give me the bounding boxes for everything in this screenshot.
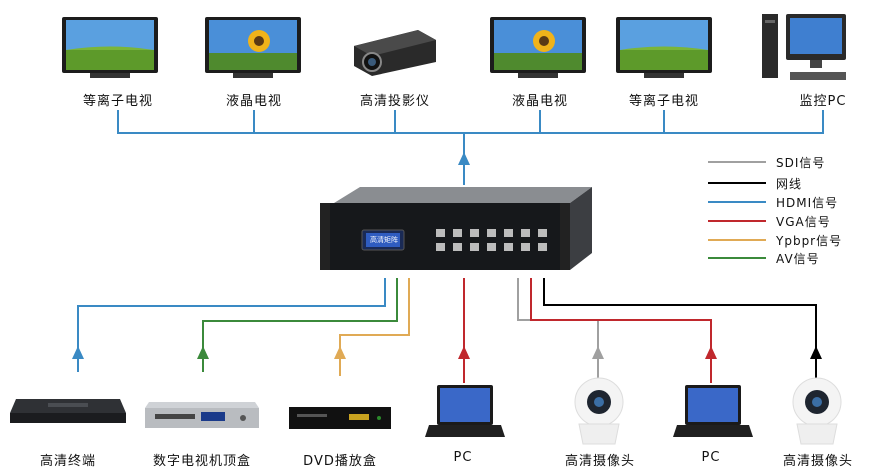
av-line: [202, 278, 398, 372]
source-label-4: PC: [453, 450, 473, 465]
legend-label: AV信号: [776, 251, 820, 266]
plasma-tv-icon: [60, 15, 160, 85]
ypbpr-line: [339, 278, 410, 376]
set-top-box-icon: [143, 400, 261, 436]
output-arrow: [458, 152, 470, 165]
legend-sdi: SDI信号: [708, 153, 825, 171]
matrix-button: [538, 229, 547, 237]
lcd-tv-icon: [203, 15, 303, 85]
legend-label: HDMI信号: [776, 195, 839, 210]
av-arrow: [197, 346, 209, 359]
sdi-arrow: [592, 346, 604, 359]
display-label-6: 监控PC: [799, 94, 847, 109]
source-label-7: 高清摄像头: [782, 454, 853, 469]
legend-net: 网线: [708, 174, 802, 192]
matrix-button: [436, 243, 445, 251]
legend-swatch: [708, 239, 766, 241]
matrix-button: [470, 243, 479, 251]
matrix-button: [504, 243, 513, 251]
hd-terminal-icon: [8, 393, 128, 433]
legend-swatch: [708, 182, 766, 184]
legend-swatch: [708, 257, 766, 259]
source-label-1: 高清终端: [39, 454, 96, 469]
matrix-screen-text: 高清矩阵: [370, 236, 398, 244]
net-line: [543, 278, 817, 378]
vga-line-2: [530, 278, 712, 383]
matrix-button: [521, 229, 530, 237]
laptop-icon: [673, 383, 753, 445]
legend-swatch: [708, 201, 766, 203]
display-label-2: 液晶电视: [225, 94, 282, 109]
source-label-3: DVD播放盒: [303, 454, 377, 469]
source-label-6: PC: [701, 450, 721, 465]
legend-label: 网线: [776, 176, 803, 191]
legend-swatch: [708, 161, 766, 163]
display-label-4: 液晶电视: [511, 94, 568, 109]
vga-arrow-2: [705, 346, 717, 359]
legend-vga: VGA信号: [708, 212, 831, 230]
matrix-button: [504, 229, 513, 237]
source-label-2: 数字电视机顶盒: [152, 454, 251, 469]
lcd-tv-icon: [488, 15, 588, 85]
matrix-button: [487, 243, 496, 251]
hd-camera-icon: [571, 376, 627, 450]
net-arrow: [810, 346, 822, 359]
legend-hdmi: HDMI信号: [708, 193, 838, 211]
projector-icon: [348, 22, 440, 84]
plasma-tv-icon: [614, 15, 714, 85]
dvd-player-icon: [287, 405, 393, 435]
display-label-3: 高清投影仪: [359, 94, 430, 109]
source-label-5: 高清摄像头: [564, 454, 635, 469]
display-label-1: 等离子电视: [82, 94, 153, 109]
matrix-button: [538, 243, 547, 251]
hd-camera-icon: [789, 376, 845, 450]
matrix-button: [487, 229, 496, 237]
legend-label: Ypbpr信号: [776, 233, 843, 248]
legend-swatch: [708, 220, 766, 222]
legend-label: VGA信号: [776, 214, 831, 229]
matrix-switcher-icon: [318, 185, 608, 284]
hdmi-arrow: [72, 346, 84, 359]
matrix-button: [521, 243, 530, 251]
legend-av: AV信号: [708, 249, 820, 267]
hdmi-line: [77, 278, 386, 372]
vga-arrow-1: [458, 346, 470, 359]
matrix-button: [470, 229, 479, 237]
ypbpr-arrow: [334, 346, 346, 359]
laptop-icon: [425, 383, 505, 445]
matrix-button: [453, 229, 462, 237]
desktop-pc-icon: [760, 10, 850, 88]
legend-label: SDI信号: [776, 155, 826, 170]
display-label-5: 等离子电视: [628, 94, 699, 109]
matrix-button: [436, 229, 445, 237]
matrix-button: [453, 243, 462, 251]
legend-ypbpr: Ypbpr信号: [708, 231, 842, 249]
